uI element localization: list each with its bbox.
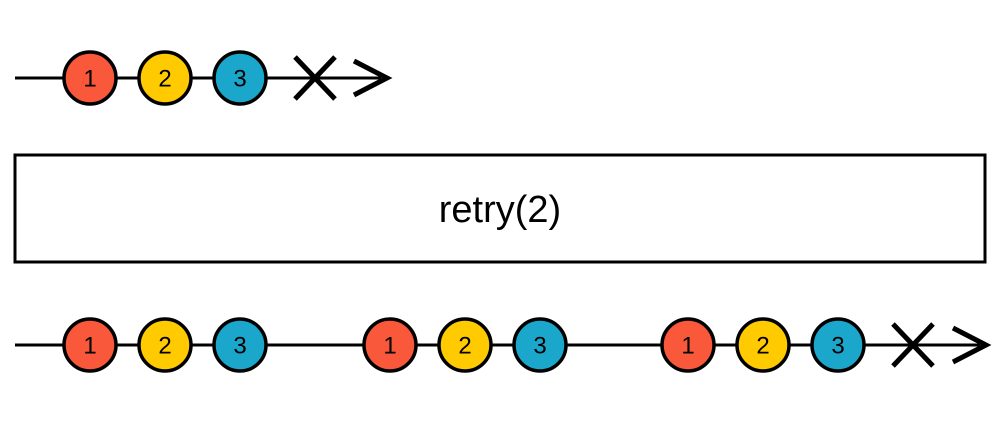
marble-blue [212,317,268,373]
operator-box-group: retry(2) [13,153,987,264]
marble-label: 3 [233,66,246,93]
operator-box [13,153,987,264]
marble-yellow [437,317,493,373]
marble-red [62,50,118,106]
error-x-icon [891,322,935,368]
arrowhead-icon [352,58,393,98]
marble-label: 3 [831,333,844,360]
marble-label: 2 [158,66,171,93]
marble-yellow [735,317,791,373]
error-x-icon [293,55,337,101]
marble-label: 1 [83,333,96,360]
error-x-stroke [293,55,337,101]
output-timeline: 1 2 3 1 2 3 1 2 3 [15,317,992,373]
marble-label: 2 [158,333,171,360]
marble-red [660,317,716,373]
marble-yellow [137,317,193,373]
marble-label: 3 [533,333,546,360]
marble-red [62,317,118,373]
marble-yellow [137,50,193,106]
error-x-stroke [891,322,935,368]
source-timeline: 1 2 3 [15,50,393,106]
marble-blue [810,317,866,373]
operator-label: retry(2) [439,189,561,231]
marble-blue [512,317,568,373]
marble-label: 2 [458,333,471,360]
arrowhead-icon [951,325,992,365]
marble-label: 3 [233,333,246,360]
marble-red [362,317,418,373]
marble-label: 1 [681,333,694,360]
marble-blue [212,50,268,106]
marble-label: 2 [756,333,769,360]
marble-label: 1 [383,333,396,360]
marble-label: 1 [83,66,96,93]
